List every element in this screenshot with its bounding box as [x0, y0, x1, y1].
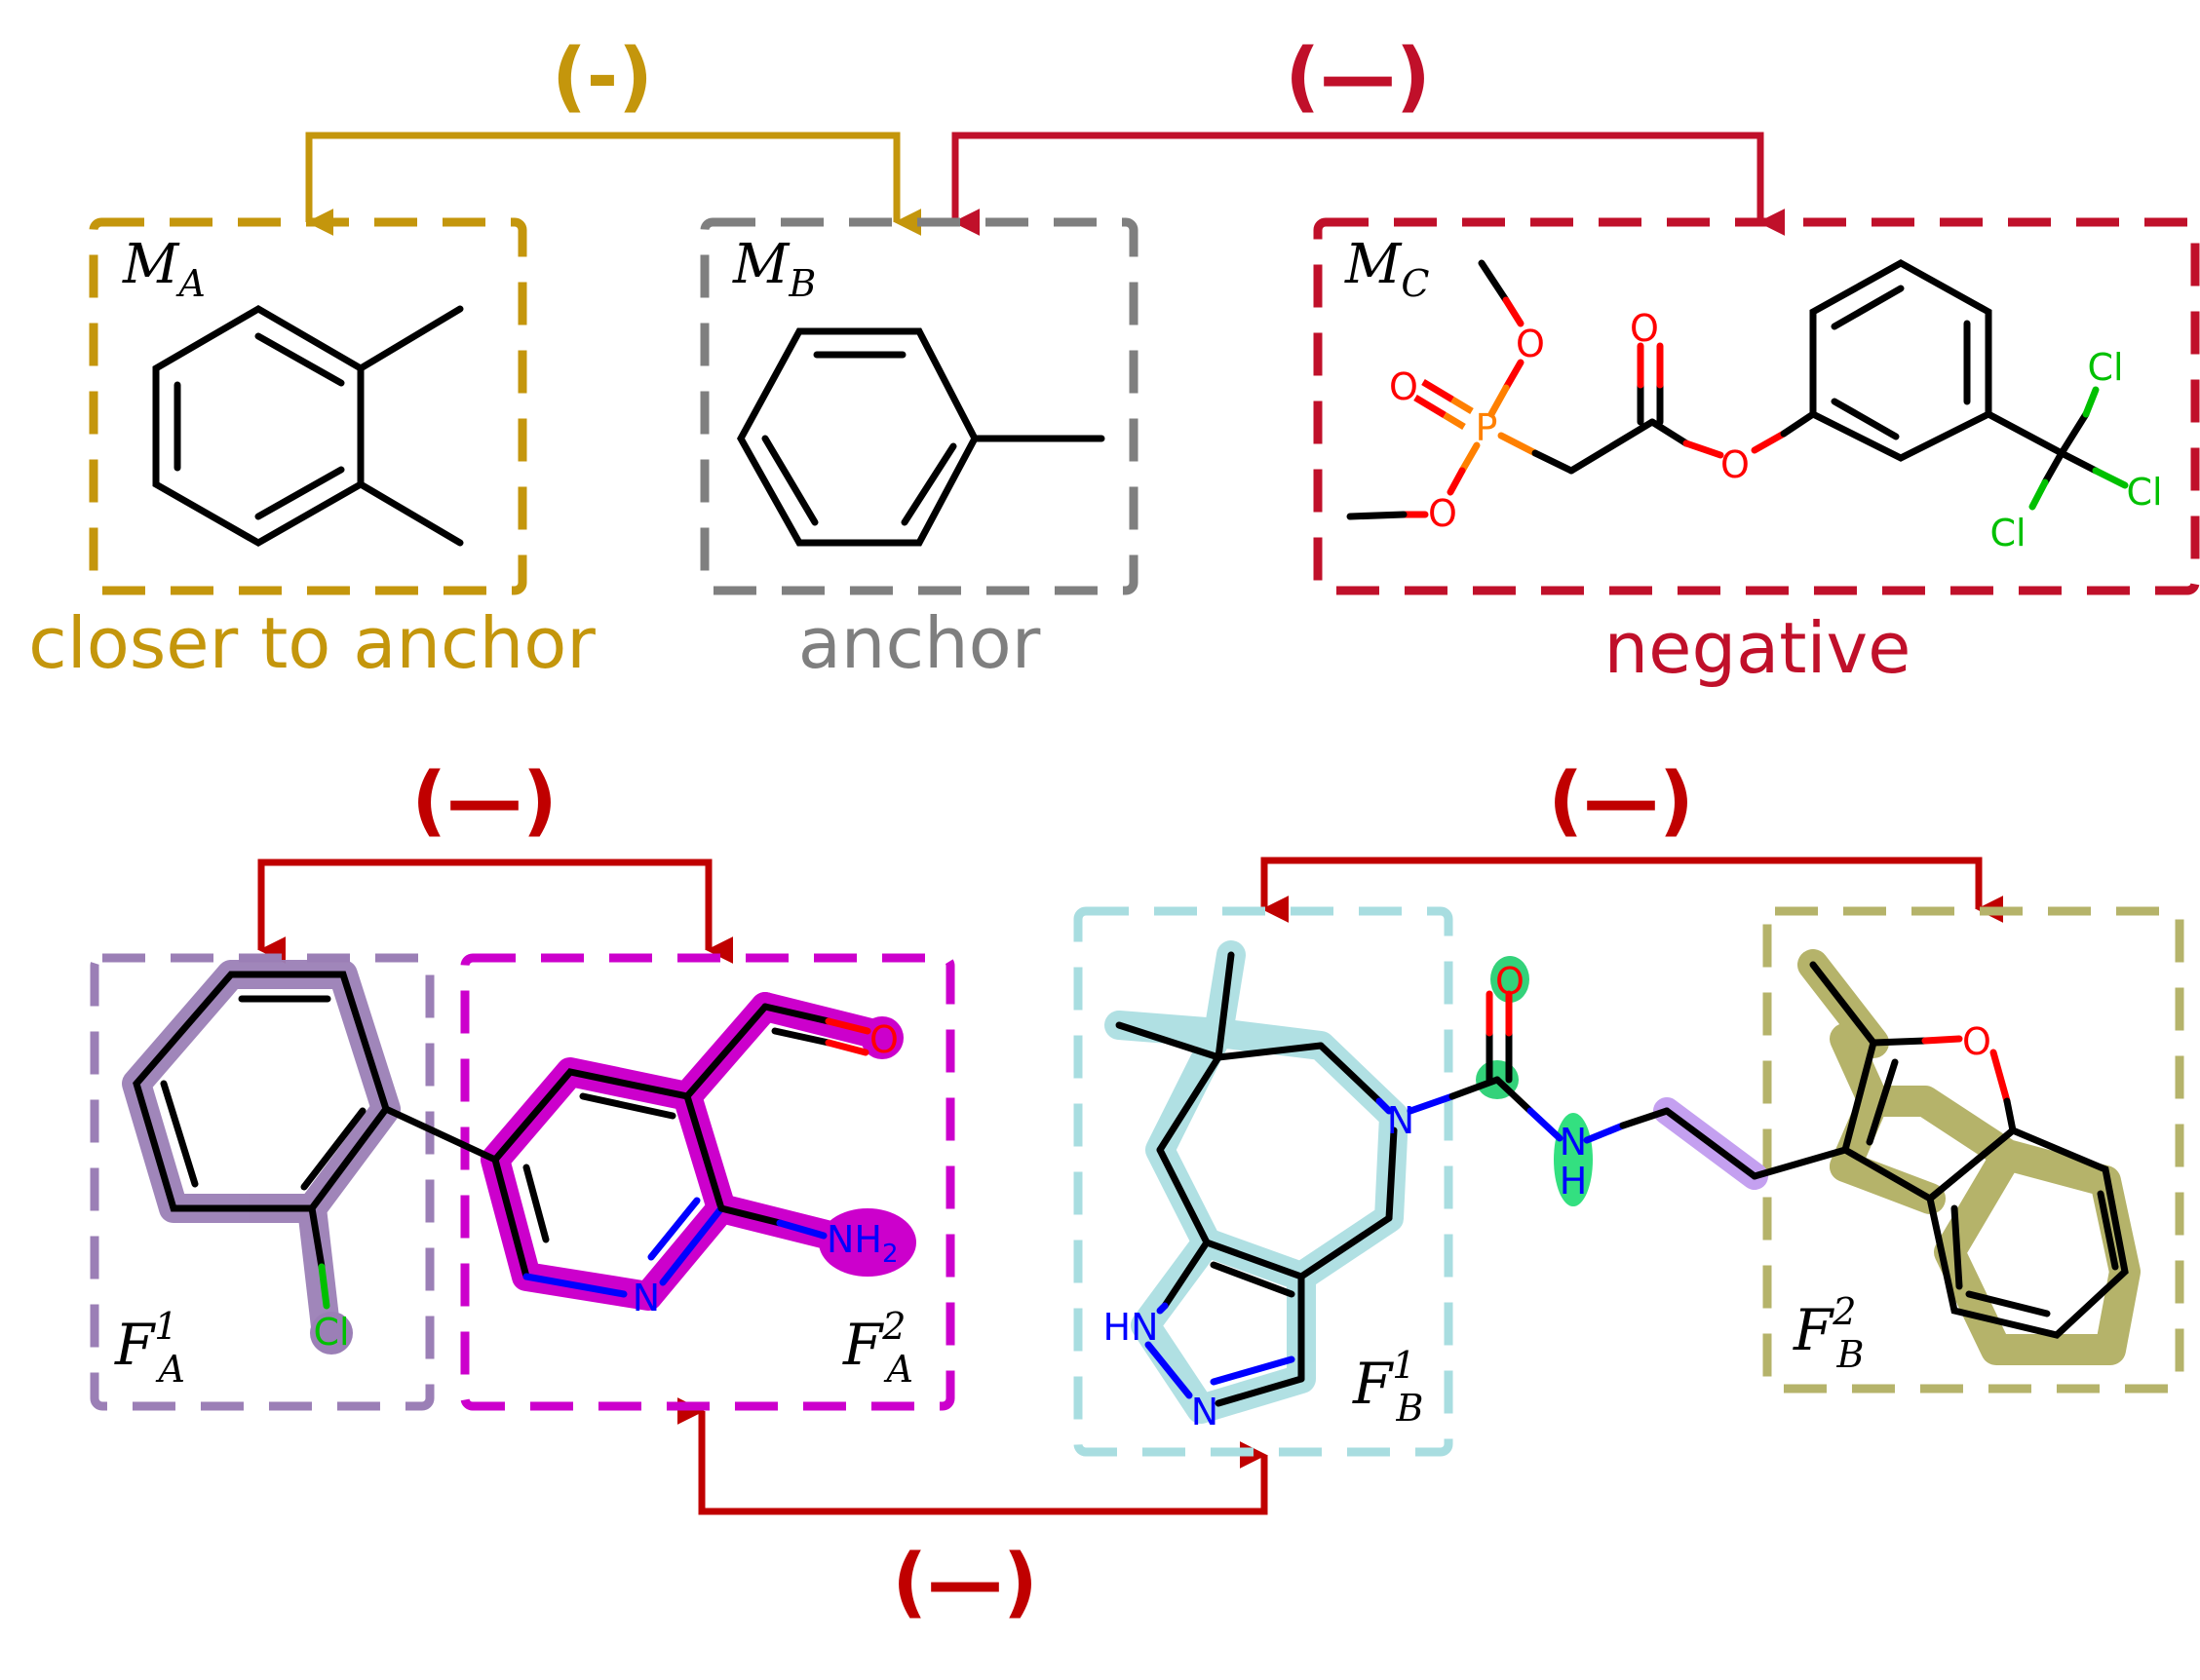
- atom-cl-3: Cl: [1989, 512, 2026, 554]
- atom-n-azepine: N: [1387, 1099, 1414, 1142]
- caption-molecule-a: closer to anchor: [28, 602, 596, 684]
- atom-o-aldehyde: O: [869, 1018, 899, 1061]
- atom-hn-pyrazole: HN: [1103, 1306, 1159, 1349]
- box-fragment-b1: [1073, 906, 1453, 1457]
- box-molecule-a: [89, 217, 527, 595]
- label-molecule-a: MA: [122, 233, 206, 305]
- nh-highlight: [1554, 1113, 1593, 1206]
- box-fragment-b2: [1762, 906, 2184, 1394]
- nh2-highlight: [819, 1208, 916, 1277]
- label-molecule-c: MC: [1344, 233, 1429, 305]
- o-highlight: [861, 1016, 904, 1059]
- o-carbonyl-highlight: [1490, 956, 1529, 1003]
- atom-n-pyridine: N: [633, 1277, 660, 1319]
- atom-o-ester: O: [1720, 443, 1750, 486]
- atom-o-furan: O: [1962, 1020, 1991, 1063]
- atom-nh2: NH2: [827, 1218, 899, 1269]
- relation-label-fb1-fb2: (—): [1548, 757, 1693, 845]
- relation-label-fa2-fb1: (—): [892, 1539, 1037, 1626]
- cl-highlight: [310, 1312, 353, 1355]
- relation-arrow-fb1-fb2: (—): [1260, 757, 2004, 923]
- relation-arrow-ma-mb: (-): [305, 33, 922, 236]
- relation-arrow-fa2-fb1: (—): [676, 1397, 1268, 1626]
- molecule-fa-structure: Cl N O NH2: [133, 971, 899, 1354]
- atom-cl-fa: Cl: [313, 1311, 349, 1354]
- box-fragment-a1: [90, 953, 435, 1411]
- atom-o-methoxy-bottom: O: [1428, 492, 1457, 535]
- box-molecule-c: [1313, 217, 2200, 595]
- atom-cl-2: Cl: [2126, 471, 2162, 514]
- molecule-fb-structure: N HN N O N H O: [1103, 951, 2129, 1433]
- relation-label-fa1-fa2: (—): [411, 757, 557, 845]
- atom-n-pyrazole: N: [1191, 1391, 1218, 1433]
- relation-arrow-fa1-fa2: (—): [257, 757, 734, 964]
- molecule-c-structure: O O P O O O Cl Cl Cl: [1346, 258, 2163, 554]
- atom-n-urea: N: [1560, 1121, 1587, 1164]
- atom-cl-1: Cl: [2087, 346, 2123, 389]
- atom-o-methoxy-top: O: [1516, 323, 1545, 365]
- molecule-a-structure: [152, 304, 464, 548]
- relation-arrow-mb-mc: (—): [951, 33, 1786, 236]
- label-molecule-b: MB: [732, 233, 816, 305]
- box-fragment-a2: [460, 953, 955, 1411]
- molecule-b-structure: [737, 327, 1105, 547]
- relation-label-mb-mc: (—): [1285, 33, 1430, 121]
- atom-p: P: [1476, 406, 1498, 449]
- fragment-b1-highlight: [1104, 940, 1409, 1424]
- atom-o-carbonyl: O: [1630, 307, 1659, 350]
- atom-h-urea: H: [1560, 1160, 1588, 1203]
- caption-molecule-c: negative: [1604, 607, 1911, 689]
- caption-molecule-b: anchor: [798, 602, 1041, 684]
- relation-label-ma-mb: (-): [552, 33, 653, 121]
- box-molecule-b: [700, 217, 1139, 595]
- atom-o-urea: O: [1495, 960, 1525, 1003]
- atom-o-phosphoryl: O: [1389, 365, 1418, 408]
